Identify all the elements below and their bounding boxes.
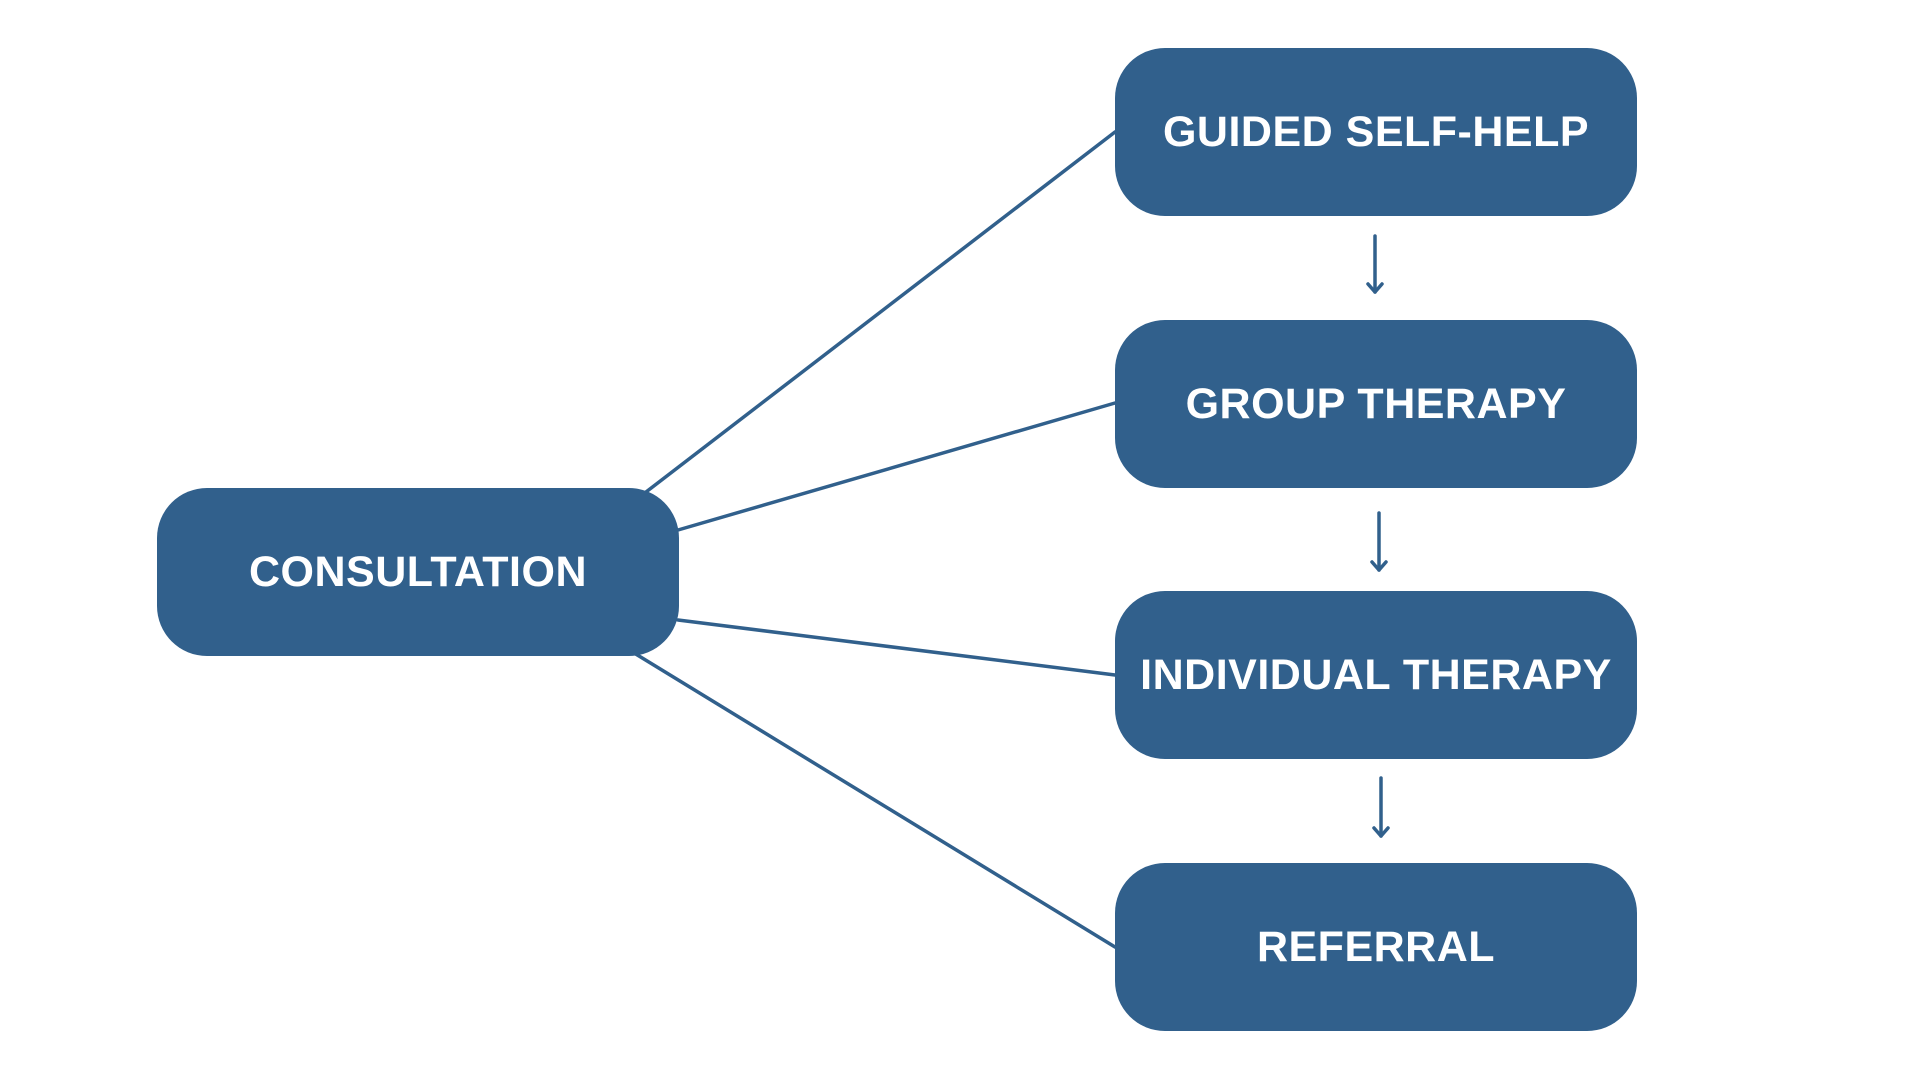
arrow-guided-to-group — [1366, 234, 1384, 294]
node-referral: REFERRAL — [1115, 863, 1637, 1031]
node-guided-self-help-label: GUIDED SELF-HELP — [1162, 107, 1590, 156]
node-individual-therapy-label: INDIVIDUAL THERAPY — [1140, 650, 1612, 699]
node-individual-therapy: INDIVIDUAL THERAPY — [1115, 591, 1637, 759]
node-group-therapy: GROUP THERAPY — [1115, 320, 1637, 488]
node-consultation-label: CONSULTATION — [248, 547, 587, 596]
node-referral-label: REFERRAL — [1256, 922, 1496, 971]
node-consultation: CONSULTATION — [157, 488, 679, 656]
connector-consultation-to-individual-therapy — [676, 618, 1117, 677]
arrow-group-to-individual — [1370, 511, 1388, 572]
node-group-therapy-label: GROUP THERAPY — [1185, 379, 1567, 428]
connector-consultation-to-guided-self-help — [644, 130, 1117, 494]
arrow-individual-to-referral — [1372, 776, 1390, 838]
connector-consultation-to-group-therapy — [676, 401, 1117, 532]
connector-consultation-to-referral — [632, 651, 1117, 949]
node-guided-self-help: GUIDED SELF-HELP — [1115, 48, 1637, 216]
